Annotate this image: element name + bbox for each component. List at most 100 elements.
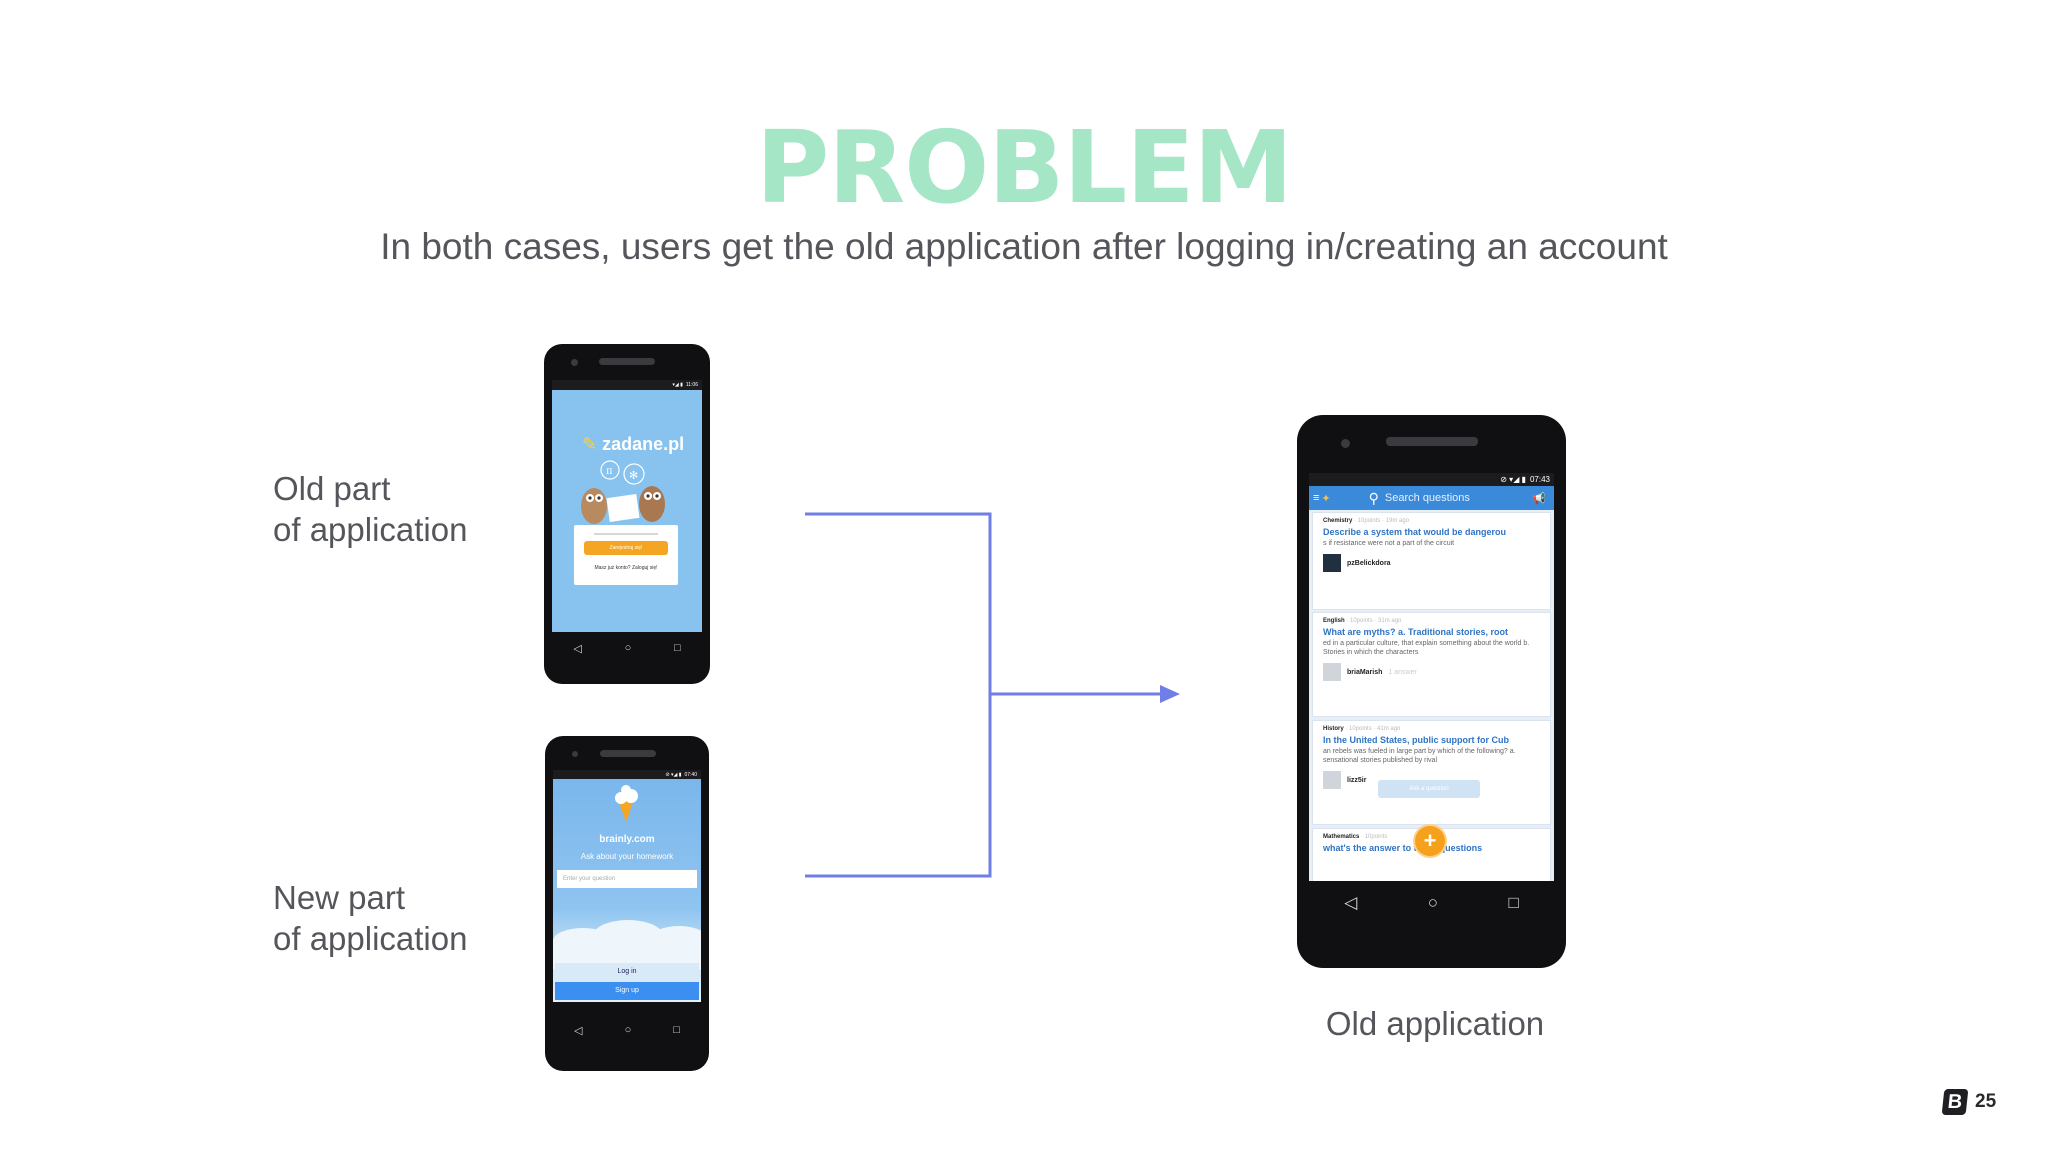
- nav-bar: ◁ ○ □: [552, 636, 702, 660]
- login-button[interactable]: Log in: [555, 963, 699, 981]
- connector-bottom: [805, 694, 992, 878]
- logo-text: zadane.pl: [602, 434, 685, 454]
- question-subject: History: [1323, 726, 1344, 732]
- username: briaMarish: [1347, 668, 1383, 676]
- question-title[interactable]: In the United States, public support for…: [1323, 735, 1509, 745]
- question-title[interactable]: Describe a system that would be dangerou: [1323, 527, 1507, 537]
- nav-bar: ◁ ○ □: [553, 1018, 701, 1042]
- phone-new-part: ⊘ ▾◢ ▮ 07:40 brainly.com Ask about your …: [545, 736, 709, 1071]
- nav-bar: ◁ ○ □: [1309, 885, 1554, 921]
- add-question-button[interactable]: +: [1415, 826, 1445, 856]
- camera-dot: [1341, 439, 1350, 448]
- svg-text:✻: ✻: [629, 470, 638, 482]
- avatar: [1323, 663, 1341, 681]
- question-card[interactable]: English · 10points · 31m ago What are my…: [1312, 612, 1551, 717]
- recents-icon[interactable]: □: [1508, 893, 1519, 912]
- pencil-icon: ✎: [582, 434, 598, 454]
- question-body: ed in a particular culture, that explain…: [1323, 640, 1530, 656]
- phone-old-part: ▾◢ ▮ 11:06 ✎ zadane.pl π ✻ Zarejestruj s…: [544, 344, 710, 684]
- speaker-grille: [1386, 437, 1478, 446]
- question-meta: English · 10points · 31m ago: [1323, 618, 1540, 624]
- login-link[interactable]: Masz już konto? Zaloguj się!: [594, 565, 658, 571]
- home-icon[interactable]: ○: [624, 642, 632, 654]
- old-part-label: Old part of application: [273, 468, 467, 550]
- home-icon[interactable]: ○: [1427, 893, 1439, 912]
- tagline: Ask about your homework: [580, 852, 674, 861]
- old-part-label-line1: Old part: [273, 470, 391, 507]
- question-info: · 10points · 19m ago: [1354, 518, 1410, 524]
- slide-subtitle: In both cases, users get the old applica…: [380, 226, 1668, 267]
- question-author: lizz5ir: [1323, 771, 1540, 789]
- register-card: Zarejestruj się! Masz już konto? Zaloguj…: [574, 525, 678, 585]
- question-meta: Chemistry · 10points · 19m ago: [1323, 518, 1540, 524]
- menu-icon[interactable]: ≡: [1313, 492, 1320, 504]
- question-author: briaMarish 1 answer: [1323, 663, 1540, 681]
- question-author: pzBelickdora: [1323, 554, 1540, 572]
- recents-icon[interactable]: □: [673, 642, 681, 654]
- status-icons: ▾◢ ▮: [672, 382, 683, 388]
- question-input[interactable]: Enter your question: [557, 870, 697, 888]
- megaphone-icon[interactable]: 📢: [1532, 492, 1546, 505]
- brainly-icon: ✦: [1321, 492, 1331, 505]
- camera-dot: [572, 751, 578, 757]
- question-subject: Mathematics: [1323, 834, 1360, 840]
- zadane-logo: ✎ zadane.pl: [582, 434, 684, 455]
- camera-dot: [571, 359, 578, 366]
- question-title[interactable]: What are myths? a. Traditional stories, …: [1323, 627, 1509, 637]
- brainly-logo-icon: [611, 784, 641, 824]
- avatar: [1323, 771, 1341, 789]
- screen: ⊘ ▾◢ ▮ 07:43 ≡ ✦ ⚲ Search questions 📢 Ch…: [1309, 473, 1554, 881]
- speaker-grille: [599, 358, 655, 365]
- status-icons: ⊘ ▾◢ ▮: [1500, 475, 1526, 484]
- status-time: 11:06: [685, 382, 698, 388]
- screen: ▾◢ ▮ 11:06 ✎ zadane.pl π ✻ Zarejestruj s…: [552, 380, 702, 632]
- status-icons: ⊘ ▾◢ ▮: [665, 771, 682, 778]
- brainly-logo-icon: B: [1941, 1089, 1969, 1115]
- question-body: an rebels was fueled in large part by wh…: [1323, 748, 1516, 764]
- home-icon[interactable]: ○: [624, 1024, 632, 1036]
- status-bar: ⊘ ▾◢ ▮ 07:43: [1309, 473, 1554, 486]
- question-card[interactable]: History · 10points · 41m ago In the Unit…: [1312, 720, 1551, 825]
- back-icon[interactable]: ◁: [1344, 893, 1358, 912]
- search-questions[interactable]: Search questions: [1384, 492, 1470, 504]
- question-subject: English: [1323, 618, 1345, 624]
- back-icon[interactable]: ◁: [573, 642, 582, 655]
- answer-count: 1 answer: [1388, 668, 1417, 676]
- question-info: · 10points · 31m ago: [1346, 618, 1402, 624]
- question-meta: Mathematics · 10points: [1323, 834, 1540, 840]
- owls-illustration: π ✻: [581, 460, 665, 524]
- app-bar: ≡ ✦ ⚲ Search questions 📢: [1309, 486, 1554, 510]
- page-number-text: 25: [1975, 1091, 1997, 1112]
- search-icon[interactable]: ⚲: [1368, 489, 1379, 506]
- phone-old-application: ⊘ ▾◢ ▮ 07:43 ≡ ✦ ⚲ Search questions 📢 Ch…: [1297, 415, 1566, 968]
- status-time: 07:40: [684, 771, 697, 778]
- avatar: [1323, 554, 1341, 572]
- question-body: s if resistance were not a part of the c…: [1323, 540, 1455, 547]
- brand-name: brainly.com: [599, 834, 655, 845]
- status-bar: ⊘ ▾◢ ▮ 07:40: [553, 770, 701, 779]
- question-info: · 10points: [1361, 834, 1388, 840]
- connector-top: [805, 512, 992, 694]
- slide-title: PROBLEM: [755, 109, 1293, 226]
- card-divider: [594, 533, 658, 535]
- register-button[interactable]: Zarejestruj się!: [584, 541, 668, 555]
- new-part-label-line2: of application: [273, 920, 468, 957]
- speaker-grille: [600, 750, 656, 757]
- question-card[interactable]: Chemistry · 10points · 19m ago Describe …: [1312, 512, 1551, 610]
- question-title[interactable]: what's the answer to these questions: [1323, 843, 1483, 853]
- status-time: 07:43: [1529, 475, 1550, 484]
- username: pzBelickdora: [1347, 559, 1391, 567]
- question-meta: History · 10points · 41m ago: [1323, 726, 1540, 732]
- question-subject: Chemistry: [1323, 518, 1353, 524]
- signup-button[interactable]: Sign up: [555, 982, 699, 1000]
- back-icon[interactable]: ◁: [574, 1024, 583, 1037]
- new-part-label-line1: New part: [273, 879, 406, 916]
- question-info: · 10points · 41m ago: [1345, 726, 1401, 732]
- ask-question-tooltip: Ask a question: [1378, 780, 1480, 798]
- username: lizz5ir: [1347, 776, 1367, 784]
- status-bar: ▾◢ ▮ 11:06: [552, 380, 702, 390]
- arrow-head-icon: [1160, 685, 1180, 703]
- recents-icon[interactable]: □: [673, 1024, 680, 1036]
- new-part-label: New part of application: [273, 877, 467, 959]
- old-application-caption: Old application: [1325, 1005, 1545, 1042]
